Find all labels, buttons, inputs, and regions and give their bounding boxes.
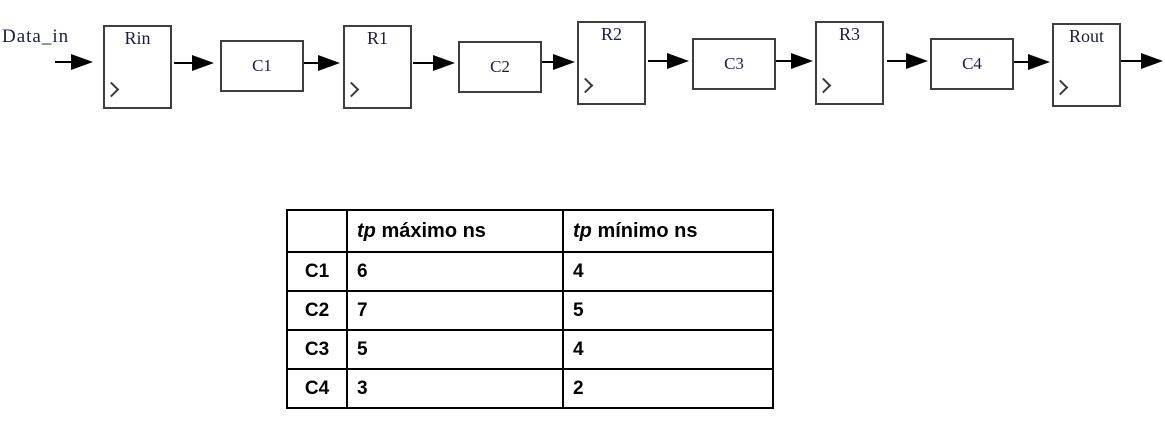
- arrow-head: [667, 53, 689, 69]
- arrow-icon: [413, 55, 455, 71]
- arrow-head: [71, 54, 93, 70]
- tp-min-cell: 5: [562, 290, 774, 331]
- arrow-line: [776, 60, 791, 62]
- arrow-icon: [776, 53, 813, 69]
- arrow-head: [791, 53, 813, 69]
- register-rin: Rin: [103, 25, 172, 109]
- arrow-line: [304, 62, 318, 64]
- arrow-line: [542, 61, 553, 63]
- header-tp-italic: tp: [357, 219, 376, 242]
- tp-min-cell: 4: [562, 329, 774, 370]
- header-text: máximo ns: [375, 219, 486, 242]
- register-label: Rout: [1068, 26, 1104, 46]
- table-row-c2: C2 7 5: [286, 290, 774, 331]
- row-label-cell: C3: [286, 329, 348, 370]
- register-r1: R1: [343, 25, 412, 109]
- header-tp-max: tp máximo ns: [346, 209, 564, 253]
- register-label: Rin: [124, 28, 151, 48]
- arrow-line: [55, 61, 71, 63]
- combo-block-c1: C1: [220, 40, 304, 92]
- header-empty-cell: [286, 209, 348, 253]
- data-in-label: Data_in: [2, 26, 70, 47]
- tp-min-cell: 4: [562, 251, 774, 292]
- output-arrow-icon: [1121, 53, 1163, 69]
- arrow-head: [906, 53, 928, 69]
- arrow-line: [887, 60, 906, 62]
- arrow-head: [1141, 53, 1163, 69]
- arrow-line: [1014, 61, 1028, 63]
- tp-max-cell: 5: [346, 329, 564, 370]
- arrow-head: [1028, 54, 1050, 70]
- combo-label: C3: [724, 54, 744, 73]
- arrow-line: [174, 62, 192, 64]
- header-tp-min: tp mínimo ns: [562, 209, 774, 253]
- arrow-icon: [174, 55, 214, 71]
- combo-block-c2: C2: [458, 41, 542, 93]
- tp-max-cell: 7: [346, 290, 564, 331]
- arrow-head: [433, 55, 455, 71]
- arrow-icon: [887, 53, 928, 69]
- arrow-line: [648, 60, 667, 62]
- register-rout: Rout: [1052, 23, 1121, 107]
- register-r3: R3: [815, 21, 884, 105]
- timing-table-wrapper: tp máximo ns tp mínimo ns C1 6 4 C2 7 5 …: [286, 209, 774, 409]
- combo-block-c3: C3: [692, 38, 776, 90]
- arrow-head: [553, 54, 575, 70]
- tp-max-cell: 6: [346, 251, 564, 292]
- table-row-c1: C1 6 4: [286, 251, 774, 292]
- clock-input-icon: [1052, 79, 1069, 96]
- register-r2: R2: [577, 21, 646, 105]
- arrow-head: [192, 55, 214, 71]
- combo-block-c4: C4: [930, 38, 1014, 90]
- register-label: R1: [366, 28, 388, 48]
- clock-input-icon: [103, 81, 120, 98]
- arrow-head: [318, 55, 340, 71]
- combo-label: C1: [252, 56, 272, 75]
- header-text: mínimo ns: [591, 219, 698, 242]
- tp-min-cell: 2: [562, 368, 774, 409]
- clock-input-icon: [815, 77, 832, 94]
- table-row-c3: C3 5 4: [286, 329, 774, 370]
- register-label: R2: [600, 24, 622, 44]
- table-row-c4: C4 3 2: [286, 368, 774, 409]
- header-row: tp máximo ns tp mínimo ns: [286, 209, 774, 253]
- header-tp-italic: tp: [573, 219, 592, 242]
- row-label-cell: C4: [286, 368, 348, 409]
- input-arrow-icon: [55, 54, 93, 70]
- timing-table: tp máximo ns tp mínimo ns C1 6 4 C2 7 5 …: [286, 209, 774, 409]
- combo-label: C4: [962, 54, 982, 73]
- arrow-icon: [1014, 54, 1050, 70]
- row-label-cell: C2: [286, 290, 348, 331]
- clock-input-icon: [343, 81, 360, 98]
- arrow-icon: [542, 54, 575, 70]
- arrow-icon: [304, 55, 340, 71]
- row-label-cell: C1: [286, 251, 348, 292]
- pipeline-diagram: Data_in Rin C1 R1 C2: [0, 0, 1165, 155]
- clock-input-icon: [577, 77, 594, 94]
- arrow-line: [413, 62, 433, 64]
- tp-max-cell: 3: [346, 368, 564, 409]
- combo-label: C2: [490, 57, 510, 76]
- register-label: R3: [838, 24, 860, 44]
- arrow-icon: [648, 53, 689, 69]
- arrow-line: [1121, 60, 1141, 62]
